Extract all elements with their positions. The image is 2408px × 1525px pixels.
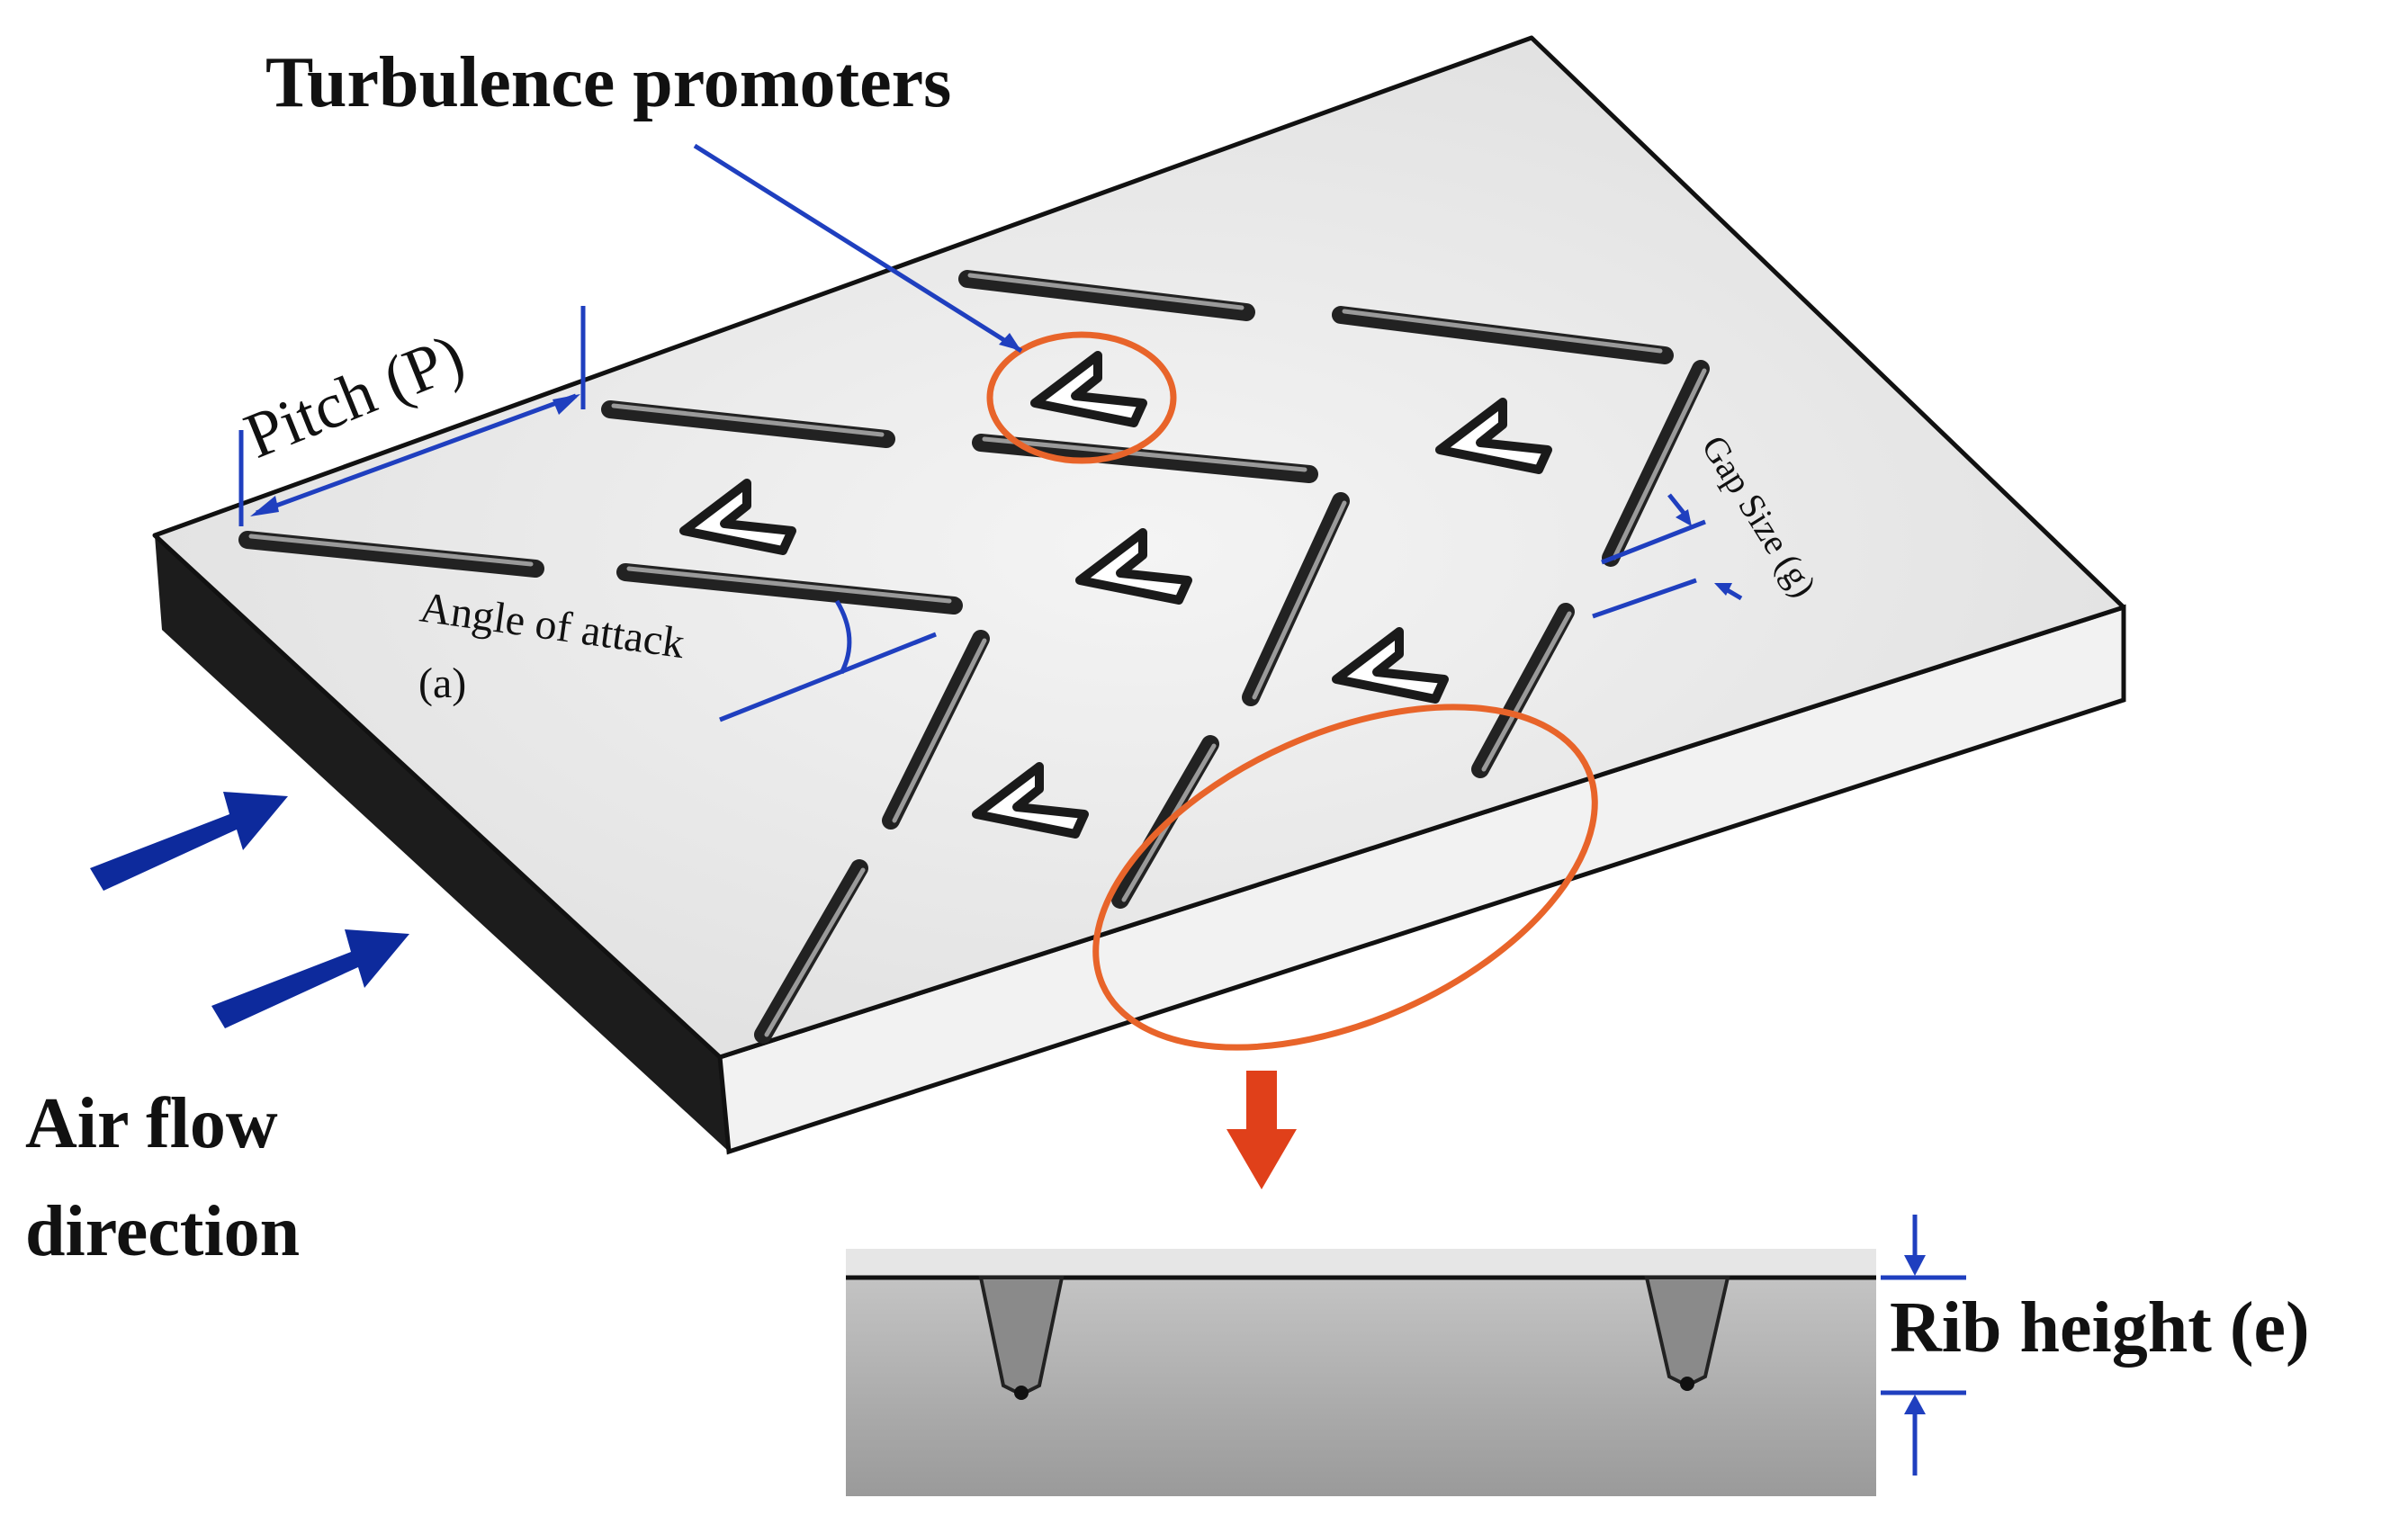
gap-arrowhead-top (1676, 509, 1692, 526)
gap-arrow-bottom (1724, 587, 1743, 601)
rib-section-highlight-circle (1092, 704, 1598, 1051)
rib (958, 270, 1255, 321)
v-promoters (679, 351, 1552, 839)
rib (1471, 603, 1575, 778)
v-promoter (972, 762, 1089, 839)
gap-line-lower (1592, 578, 1697, 619)
rib (882, 630, 990, 830)
section-rib (978, 1276, 1065, 1397)
rib (972, 434, 1318, 483)
gap-arrowhead-bottom (1714, 583, 1732, 596)
section-arrow (1226, 1071, 1297, 1189)
rib-height-arrowhead-bottom (1904, 1395, 1926, 1414)
straight-ribs-highlight (248, 273, 1663, 604)
rib (754, 859, 868, 1044)
rib-height-label: Rib height (e) (1890, 1288, 2310, 1368)
pitch-dimension-line (256, 393, 577, 516)
section-rib-tip (1014, 1386, 1029, 1400)
plate-front-edge (155, 535, 729, 1152)
turbulence-promoters-label: Turbulence promoters (265, 43, 951, 122)
v-promoter (1030, 351, 1147, 427)
section-rib-tip (1680, 1377, 1694, 1391)
rib (1242, 492, 1350, 706)
rib (238, 531, 544, 578)
rib (1602, 360, 1710, 567)
rib (601, 400, 895, 448)
rib (1332, 306, 1674, 364)
v-promoter (1435, 398, 1552, 474)
air-flow-label-line2: direction (25, 1192, 300, 1271)
leader-turbulence-promoters (693, 143, 1023, 354)
pitch-arrowhead-right (553, 394, 580, 415)
straight-ribs (238, 270, 1674, 614)
rib (616, 563, 963, 614)
arrow-right-up-icon (211, 929, 409, 1028)
gap-line-upper (1601, 519, 1706, 565)
v-promoter (679, 479, 796, 555)
rib-cross-section (846, 1249, 1876, 1496)
angle-symbol-label: (a) (418, 659, 466, 707)
arrow-down-icon-shaft (1246, 1071, 1277, 1134)
dimension-lines (238, 143, 1743, 722)
angle-reference-line (719, 632, 937, 722)
rib-height-arrowhead-top (1904, 1255, 1926, 1276)
arrow-down-icon (1226, 1129, 1297, 1189)
rib-height-dimension (1881, 1215, 1966, 1476)
section-rib (1644, 1276, 1730, 1388)
section-top-strip (846, 1249, 1876, 1276)
pitch-arrowhead-left (250, 496, 279, 516)
v-promoter (1075, 528, 1192, 605)
leader-arrowhead (999, 333, 1021, 351)
arrow-right-up-icon (90, 792, 288, 891)
air-flow-arrows (90, 792, 409, 1028)
promoter-highlight-circle (986, 331, 1177, 464)
angle-arc (834, 599, 852, 675)
air-flow-label-line1: Air flow (25, 1084, 278, 1163)
v-promoter (1332, 627, 1449, 704)
